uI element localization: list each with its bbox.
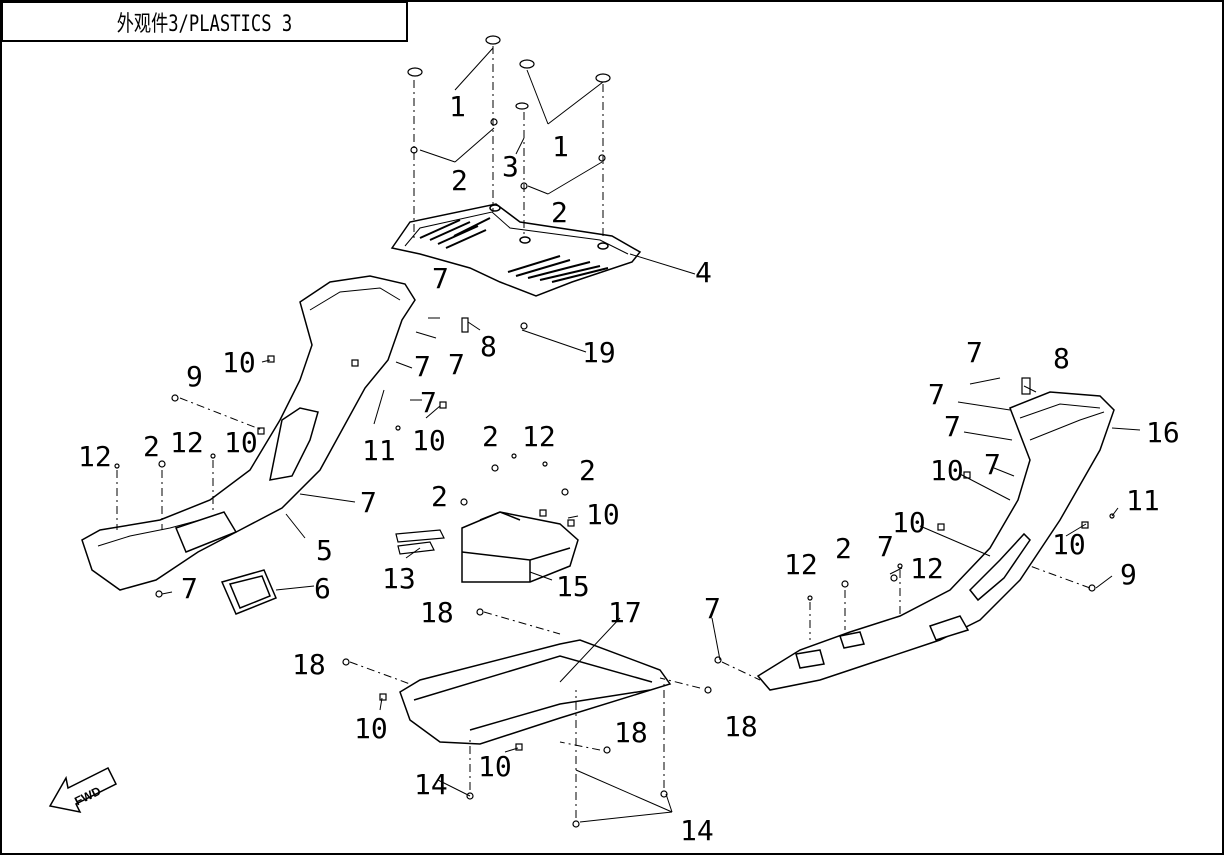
callout-1: 1 — [449, 90, 466, 123]
callout-7: 7 — [877, 530, 894, 563]
callout-10: 10 — [222, 346, 256, 379]
title-box: 外观件3/PLASTICS 3 — [1, 1, 408, 42]
callout-2: 2 — [143, 430, 160, 463]
callout-10: 10 — [412, 424, 446, 457]
callout-12: 12 — [910, 552, 944, 585]
callout-12: 12 — [78, 440, 112, 473]
callout-15: 15 — [556, 570, 590, 603]
callout-10: 10 — [224, 426, 258, 459]
cover-part-6 — [220, 569, 277, 615]
callout-10: 10 — [354, 712, 388, 745]
callout-11: 11 — [1126, 484, 1160, 517]
callout-7: 7 — [360, 486, 377, 519]
right-side-panel-part-16 — [756, 391, 1115, 691]
callout-7: 7 — [966, 336, 983, 369]
callout-12: 12 — [170, 426, 204, 459]
fasteners — [114, 35, 1115, 828]
lower-pan-part-17 — [399, 639, 672, 745]
callout-7: 7 — [984, 448, 1001, 481]
callout-12: 12 — [784, 548, 818, 581]
fwd-arrow-icon: FWD — [48, 766, 118, 814]
callout-5: 5 — [316, 534, 333, 567]
battery-box-part-15 — [461, 511, 579, 583]
page-title: 外观件3/PLASTICS 3 — [116, 11, 293, 37]
callout-18: 18 — [292, 648, 326, 681]
callout-10: 10 — [478, 750, 512, 783]
callout-7: 7 — [420, 386, 437, 419]
callout-7: 7 — [448, 348, 465, 381]
callout-2: 2 — [482, 420, 499, 453]
callout-16: 16 — [1146, 416, 1180, 449]
callout-2: 2 — [579, 454, 596, 487]
callout-18: 18 — [614, 716, 648, 749]
callout-18: 18 — [724, 710, 758, 743]
callout-8: 8 — [1053, 342, 1070, 375]
callout-10: 10 — [892, 506, 926, 539]
callout-14: 14 — [414, 768, 448, 801]
strap-part-13 — [395, 529, 445, 555]
floor-mat-part-4 — [390, 203, 642, 297]
leader-lines — [116, 46, 1141, 823]
callout-10: 10 — [586, 498, 620, 531]
callout-10: 10 — [930, 454, 964, 487]
callout-7: 7 — [944, 410, 961, 443]
callout-2: 2 — [431, 480, 448, 513]
callout-10: 10 — [1052, 528, 1086, 561]
callout-18: 18 — [420, 596, 454, 629]
callout-4: 4 — [695, 256, 712, 289]
callout-2: 2 — [551, 196, 568, 229]
callout-9: 9 — [186, 360, 203, 393]
callout-2: 2 — [835, 532, 852, 565]
callout-7: 7 — [928, 378, 945, 411]
callout-13: 13 — [382, 562, 416, 595]
callout-8: 8 — [480, 330, 497, 363]
callout-17: 17 — [608, 596, 642, 629]
callout-2: 2 — [451, 164, 468, 197]
callout-7: 7 — [414, 350, 431, 383]
callout-9: 9 — [1120, 558, 1137, 591]
callout-19: 19 — [582, 336, 616, 369]
callout-11: 11 — [362, 434, 396, 467]
callout-12: 12 — [522, 420, 556, 453]
callout-3: 3 — [502, 150, 519, 183]
callout-numbers: 1 1 2 2 2 2 2 2 2 3 4 5 6 7 7 7 7 7 7 7 … — [78, 90, 1180, 847]
callout-14: 14 — [680, 814, 714, 847]
callout-1: 1 — [552, 130, 569, 163]
callout-7: 7 — [181, 572, 198, 605]
callout-7: 7 — [704, 592, 721, 625]
left-side-panel-part-5 — [81, 275, 416, 591]
callout-7: 7 — [432, 262, 449, 295]
callout-6: 6 — [314, 572, 331, 605]
